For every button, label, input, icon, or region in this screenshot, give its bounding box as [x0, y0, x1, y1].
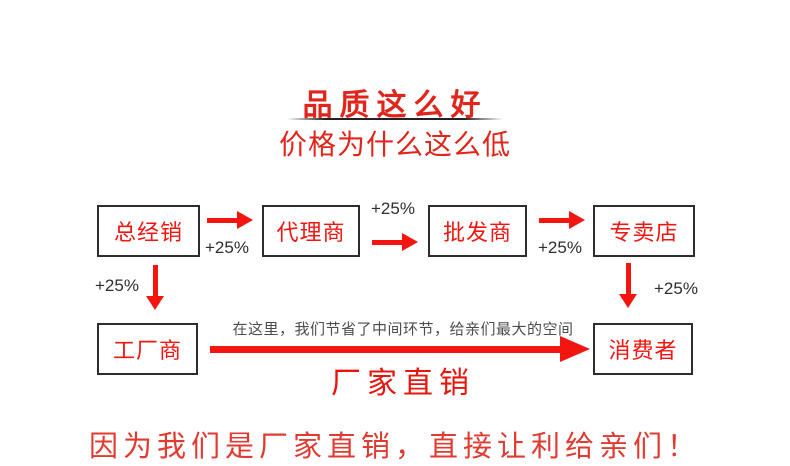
arrow-head — [146, 296, 164, 310]
arrow-distributor-to-factory-icon — [146, 265, 164, 310]
node-factory: 工厂商 — [97, 323, 198, 375]
title-divider-line — [287, 118, 503, 120]
arrow-head — [569, 211, 585, 229]
arrow-factory-to-consumer-icon — [210, 336, 590, 362]
arrow-head — [237, 211, 253, 229]
node-retail-store: 专卖店 — [593, 205, 695, 257]
arrow-shaft — [539, 217, 569, 223]
markup-label-2: +25% — [371, 199, 415, 218]
node-general-distributor: 总经销 — [97, 205, 200, 257]
markup-label-1: +25% — [205, 238, 249, 257]
arrow-shaft — [625, 263, 631, 294]
arrow-agent-to-wholesaler-icon — [372, 233, 418, 251]
arrow-wholesaler-to-store-icon — [539, 211, 585, 229]
markup-label-factory: +25% — [95, 276, 139, 295]
node-consumer: 消费者 — [593, 323, 693, 375]
page-title: 品质这么好 — [302, 89, 488, 122]
markup-label-3: +25% — [538, 238, 582, 257]
node-wholesaler: 批发商 — [428, 205, 527, 257]
markup-label-consumer: +25% — [654, 279, 698, 298]
arrow-shaft — [372, 239, 402, 245]
arrow-shaft — [210, 345, 560, 353]
footer-slogan: 因为我们是厂家直销，直接让利给亲们！ — [88, 429, 701, 463]
arrow-head — [619, 294, 637, 308]
arrow-head — [560, 336, 590, 362]
arrow-shaft — [152, 265, 158, 296]
page-subtitle: 价格为什么这么低 — [278, 129, 511, 160]
arrow-shaft — [207, 217, 237, 223]
arrow-head — [402, 233, 418, 251]
direct-sale-label: 厂家直销 — [331, 367, 475, 400]
arrow-distributor-to-agent-icon — [207, 211, 253, 229]
direct-sale-note: 在这里，我们节省了中间环节，给亲们最大的空间 — [232, 321, 574, 338]
arrow-store-to-consumer-icon — [619, 263, 637, 308]
node-agent: 代理商 — [262, 205, 360, 257]
